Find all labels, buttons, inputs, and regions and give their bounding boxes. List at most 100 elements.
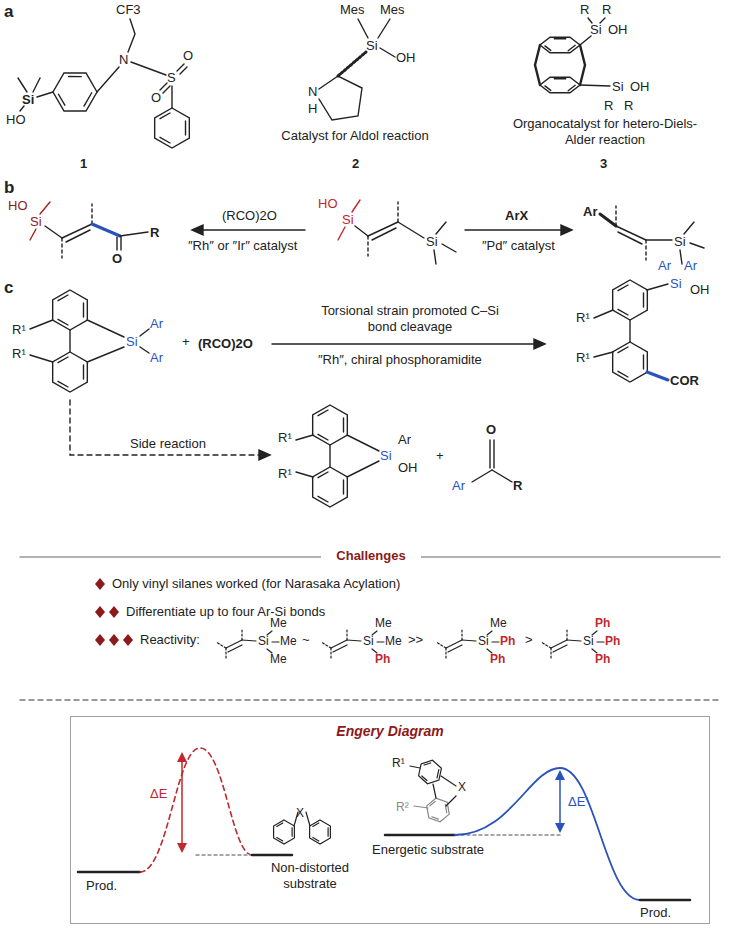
- operator-symbol: ~: [302, 632, 310, 648]
- energy-diagram-art: [196, 854, 252, 855]
- panel-b-structures: [465, 229, 564, 230]
- panel-letter: b: [4, 178, 14, 198]
- atom-label: Si: [380, 448, 392, 464]
- panel-b-structures: [680, 250, 682, 264]
- challenges-decor: [566, 628, 567, 640]
- atom-label: R: [604, 98, 613, 114]
- panel-b-structures: [116, 237, 117, 250]
- energy-diagram-art: [455, 768, 640, 900]
- atom-label: O: [183, 48, 193, 64]
- panel-c-structures: [272, 343, 537, 344]
- panel-b-structures: [436, 222, 446, 234]
- panel-b-structures: [397, 202, 398, 222]
- challenges-decor: [216, 628, 279, 660]
- challenges-decor: [109, 634, 119, 646]
- compound-3-structure: [535, 33, 585, 56]
- atom-label: X: [458, 780, 466, 795]
- panel-c-structures: [69, 330, 70, 352]
- compound-1-structure: [128, 19, 135, 52]
- panel-c-structures: [296, 435, 313, 440]
- compound-1-structure: [160, 83, 167, 90]
- challenges-decor: [567, 640, 581, 641]
- atom-label: Ph: [375, 652, 390, 667]
- challenges-decor: [20, 699, 720, 700]
- panel-c-structures: [629, 320, 630, 342]
- atom-label: Ar: [684, 258, 697, 274]
- panel-c-structures: [70, 400, 262, 455]
- section-heading: Challenges: [321, 548, 421, 564]
- atom-label: HO: [8, 198, 28, 214]
- atom-label: H: [308, 101, 317, 117]
- level-label: Prod.: [640, 905, 671, 921]
- panel-b-structures: [352, 200, 360, 212]
- panel-c-structures: [613, 280, 648, 320]
- panel-b-structures: [30, 229, 36, 240]
- atom-label: OH: [398, 460, 418, 476]
- panel-b-structures: [92, 224, 120, 236]
- atom-label: Si: [22, 92, 34, 108]
- operator-symbol: +: [436, 448, 444, 464]
- panel-c-structures: [647, 284, 668, 290]
- atom-label: Me: [280, 634, 297, 649]
- panel-b-structures: [684, 222, 694, 234]
- panel-b-structures: [61, 238, 62, 258]
- level-label: Energetic substrate: [372, 842, 484, 858]
- panel-b-structures: [192, 225, 203, 235]
- compound-1-structure: [33, 78, 40, 92]
- reagent-text: ″Pd″ catalyst: [482, 238, 555, 254]
- compound-2-structure: [319, 76, 362, 120]
- energy-diagram-art: [140, 748, 252, 872]
- operator-symbol: >: [525, 632, 533, 648]
- compound-1-structure: [37, 92, 53, 97]
- panel-b-structures: [615, 206, 616, 226]
- atom-label: R¹: [392, 756, 405, 771]
- compound-1-structure: [171, 86, 172, 108]
- energy-diagram-art: [555, 823, 565, 833]
- challenges-decor: [95, 606, 105, 618]
- energy-diagram-art: [306, 812, 310, 826]
- compound-3-structure: [580, 36, 591, 45]
- level-label: Prod.: [86, 878, 117, 894]
- atom-label: COR: [670, 373, 699, 389]
- energy-diagram-art: [274, 820, 295, 844]
- energy-diagram-art: [414, 806, 428, 808]
- panel-c-structures: [347, 461, 379, 477]
- atom-label: N: [119, 52, 128, 68]
- atom-label: R: [624, 98, 633, 114]
- caption-text: Organocatalyst for hetero-Diels-Alder re…: [505, 116, 705, 148]
- atom-label: Si: [258, 634, 269, 649]
- challenges-decor: [321, 642, 331, 648]
- reagent-text: (RCO)2O: [222, 208, 277, 224]
- energy-diagram-art: [417, 758, 442, 786]
- panel-b-structures: [618, 232, 642, 244]
- atom-label: Ar: [658, 258, 671, 274]
- energy-diagram-art: [177, 752, 187, 762]
- energy-diagram-art: [455, 834, 560, 835]
- atom-label: R¹: [576, 350, 590, 366]
- barrier-label: ΔE: [150, 786, 167, 802]
- atom-label: Me: [270, 616, 287, 631]
- challenges-decor: [225, 648, 226, 660]
- panel-b-structures: [434, 250, 436, 264]
- panel-c-structures: [53, 352, 88, 392]
- panel-c-structures: [347, 435, 379, 451]
- compound-2-structure: [338, 52, 366, 76]
- energy-diagram-art: [441, 776, 456, 786]
- panel-c-structures: [140, 347, 149, 353]
- atom-label: HO: [6, 112, 26, 128]
- challenges-decor: [333, 645, 347, 652]
- panel-b-structures: [120, 237, 121, 250]
- atom-label: R¹: [576, 310, 590, 326]
- atom-label: R: [602, 2, 611, 18]
- reagent-text: Side reaction: [130, 436, 206, 452]
- energy-diagram-art: [446, 796, 456, 806]
- challenges-decor: [377, 641, 384, 642]
- atom-label: OH: [396, 50, 416, 66]
- panel-b-structures: [690, 243, 704, 248]
- compound-3-structure: [535, 18, 610, 97]
- atom-label: O: [151, 90, 161, 106]
- panel-c-structures: [313, 405, 348, 445]
- reagent-text: ″Rh″ or ″Ir″ catalyst: [188, 238, 297, 254]
- compound-1-structure: [48, 63, 103, 120]
- compound-2-structure: [378, 19, 390, 38]
